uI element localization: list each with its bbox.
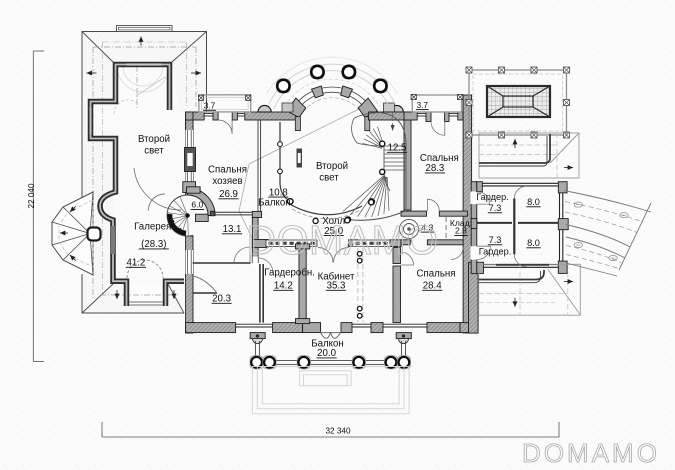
svg-text:2.8: 2.8 [455,226,467,236]
svg-text:8.0: 8.0 [527,238,540,248]
svg-text:41.2: 41.2 [126,258,145,269]
svg-text:Клад.: Клад. [450,218,472,228]
svg-text:32 340: 32 340 [325,427,350,436]
svg-text:Гардер.: Гардер. [476,192,509,202]
svg-text:Второй: Второй [138,134,170,145]
svg-text:4.3: 4.3 [421,222,433,232]
svg-text:28.4: 28.4 [423,281,442,292]
svg-text:13.1: 13.1 [223,224,242,235]
svg-text:DOMAMO: DOMAMO [522,438,660,468]
svg-text:хозяев: хозяев [212,176,242,187]
svg-text:Холл: Холл [322,216,345,227]
svg-text:10.8: 10.8 [269,187,288,198]
svg-text:14.2: 14.2 [274,281,293,292]
svg-text:22 040: 22 040 [27,183,36,208]
svg-text:6.0: 6.0 [191,200,203,210]
svg-text:26.9: 26.9 [219,189,238,200]
svg-text:35.3: 35.3 [327,281,346,292]
svg-text:3.7: 3.7 [204,102,216,111]
svg-text:28.3: 28.3 [425,163,444,174]
svg-text:Спальня: Спальня [208,165,247,176]
svg-text:25.0: 25.0 [324,226,343,237]
svg-text:Спальня: Спальня [417,269,456,280]
svg-text:(28.3): (28.3) [141,239,166,250]
svg-text:7.3: 7.3 [489,235,502,245]
svg-text:Гардеробн.: Гардеробн. [264,268,315,279]
svg-text:Кабинет: Кабинет [318,272,355,283]
svg-text:3.7: 3.7 [417,101,429,110]
svg-text:Балкон: Балкон [258,198,290,209]
svg-text:Галерея: Галерея [134,222,171,233]
svg-text:7.3: 7.3 [489,203,502,213]
svg-text:свет: свет [144,146,164,157]
svg-text:Гардер.: Гардер. [479,247,512,257]
svg-text:свет: свет [319,173,339,184]
svg-text:Спальня: Спальня [420,153,459,164]
svg-text:Балкон: Балкон [311,339,343,350]
svg-text:Второй: Второй [316,161,348,172]
svg-text:20.3: 20.3 [212,294,231,305]
svg-text:12.5: 12.5 [388,143,407,154]
svg-text:8.0: 8.0 [527,197,540,207]
svg-text:20.0: 20.0 [317,348,336,359]
svg-text:DOMAMO: DOMAMO [246,217,438,263]
